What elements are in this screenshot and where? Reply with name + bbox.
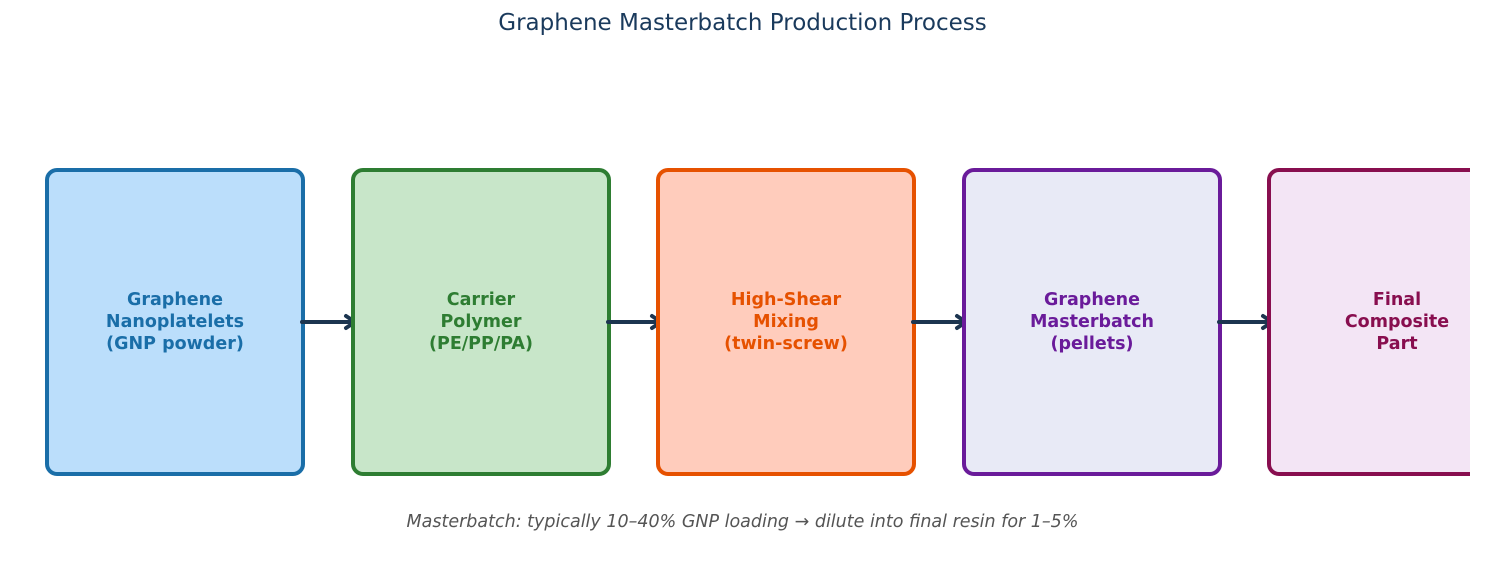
step-box-gnp-powder: Graphene Nanoplatelets (GNP powder) [45,168,305,476]
step-label-line: Polymer [440,312,522,332]
step-label-line: Nanoplatelets [105,312,245,332]
step-label-line: (PE/PP/PA) [429,334,533,354]
step-label-line: Carrier [446,290,516,310]
step-label-line: (pellets) [1050,334,1134,354]
step-label-line: Composite [1344,312,1450,332]
step-label: Graphene Masterbatch (pellets) [1030,289,1154,355]
step-label-line: High-Shear [730,290,842,310]
step-box-final-composite-part: Final Composite Part [1267,168,1470,476]
step-label-line: Masterbatch [1029,312,1155,332]
step-label: Final Composite Part [1345,289,1449,355]
step-label-line: Graphene [1043,290,1140,310]
step-label-line: (GNP powder) [106,334,244,354]
diagram-title: Graphene Masterbatch Production Process [498,10,987,36]
step-box-high-shear-mixing: High-Shear Mixing (twin-screw) [656,168,916,476]
step-box-carrier-polymer: Carrier Polymer (PE/PP/PA) [351,168,611,476]
step-label-line: (twin-screw) [724,334,848,354]
step-box-graphene-masterbatch: Graphene Masterbatch (pellets) [962,168,1222,476]
step-label-line: Final [1372,290,1422,310]
step-label-line: Graphene [127,290,223,310]
step-label-line: Part [1376,334,1418,354]
step-label: Graphene Nanoplatelets (GNP powder) [106,289,244,355]
step-label: High-Shear Mixing (twin-screw) [724,289,848,355]
diagram-caption: Masterbatch: typically 10–40% GNP loadin… [406,512,1079,532]
step-label-line: Mixing [753,312,819,332]
step-label: Carrier Polymer (PE/PP/PA) [429,289,533,355]
